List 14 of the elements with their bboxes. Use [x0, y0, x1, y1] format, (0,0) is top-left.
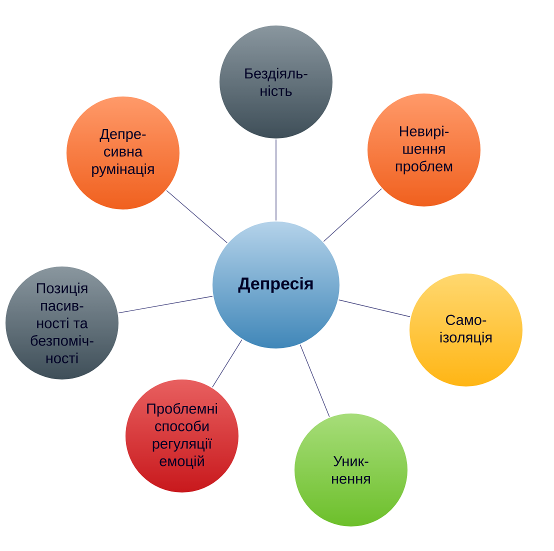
- circle-node: Депре- сивна румінація: [66, 96, 180, 210]
- connector-line: [300, 344, 330, 418]
- connector-line: [323, 188, 382, 242]
- circle-node: Депресія: [212, 220, 340, 350]
- connector-line: [166, 190, 228, 244]
- circle-node: Само- ізоляція: [408, 272, 524, 388]
- circle-node: Проблемні способи регуляції емоцій: [124, 378, 240, 494]
- circle-node: Позиція пасив- ності та безпоміч- ності: [4, 265, 120, 380]
- connector-line: [212, 339, 242, 388]
- circle-node: Невирі- шення проблем: [366, 92, 482, 208]
- circle-node: Бездіяль- ність: [218, 24, 334, 140]
- circle-node: Уник- нення: [294, 412, 408, 528]
- connector-line: [338, 300, 410, 318]
- connector-line: [118, 296, 213, 314]
